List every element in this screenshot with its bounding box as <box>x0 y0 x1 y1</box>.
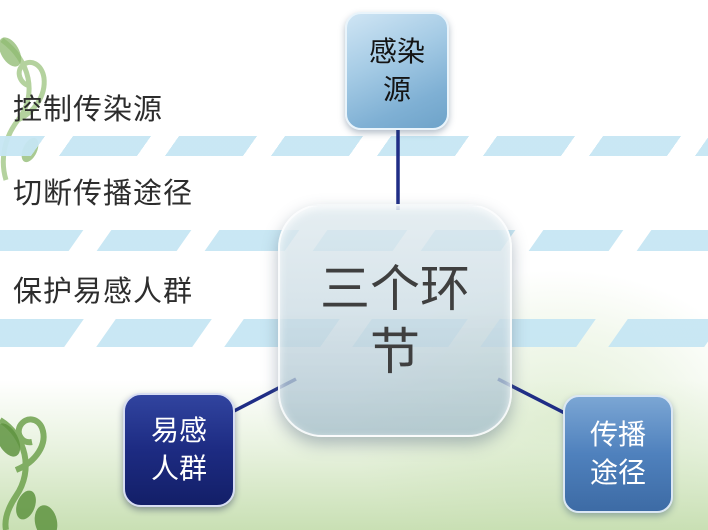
side-label-cut-transmission: 切断传播途径 <box>13 178 194 210</box>
side-label-protect-susceptible: 保护易感人群 <box>13 276 194 308</box>
node-transmission-route: 传播 途径 <box>563 395 673 513</box>
side-label-control-source: 控制传染源 <box>13 94 164 126</box>
node-infection-source: 感染 源 <box>345 12 449 130</box>
node-three-links-center: 三个环 节 <box>278 204 512 437</box>
node-susceptible-population: 易感 人群 <box>123 393 235 507</box>
